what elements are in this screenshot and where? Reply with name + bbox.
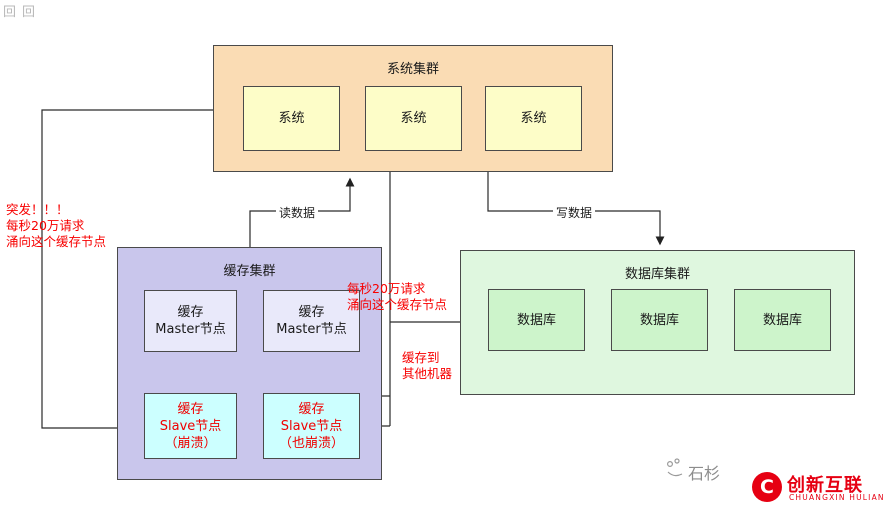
database-node-label: 数据库 [516, 312, 556, 328]
system-node-label: 系统 [520, 111, 547, 126]
cache-slave-node-also-crashed: 缓存 Slave节点 （也崩溃） [263, 393, 360, 459]
node-line: 缓存 [298, 401, 325, 417]
annotation-line: 缓存到 [402, 350, 440, 365]
database-node-label: 数据库 [762, 312, 802, 328]
surge-annotation: 每秒20万请求 涌向这个缓存节点 [347, 281, 447, 313]
node-line: Slave节点 [159, 418, 222, 434]
system-node: 系统 [243, 86, 340, 151]
system-node: 系统 [485, 86, 582, 151]
system-node: 系统 [365, 86, 462, 151]
write-data-label: 写数据 [553, 204, 596, 221]
cache-master-node: 缓存 Master节点 [263, 290, 360, 352]
cache-master-node: 缓存 Master节点 [144, 290, 237, 352]
brand-subtitle: CHUANGXIN HULIAN [789, 493, 885, 502]
cache-cluster: 缓存集群 缓存 Master节点 缓存 Master节点 缓存 Slave节点 … [117, 247, 382, 480]
brand-title: 创新互联 [787, 475, 863, 496]
annotation-line: 涌向这个缓存节点 [347, 297, 448, 312]
node-line: Master节点 [276, 322, 347, 337]
brand-logo-icon: C [752, 472, 782, 502]
watermark-scribble-icon [666, 458, 683, 477]
cache-cluster-title: 缓存集群 [223, 264, 276, 279]
node-line: （崩溃） [164, 435, 217, 451]
database-cluster-title: 数据库集群 [624, 267, 690, 282]
node-line: Master节点 [155, 322, 226, 337]
annotation-line: 突发！！！ [6, 202, 69, 217]
system-cluster: 系统集群 系统 系统 系统 [213, 45, 613, 172]
database-cluster: 数据库集群 数据库 数据库 数据库 [460, 250, 855, 395]
system-node-label: 系统 [278, 111, 305, 126]
cache-slave-node-crashed: 缓存 Slave节点 （崩溃） [144, 393, 237, 459]
corner-artifact-icon: 回 [3, 5, 17, 20]
database-node: 数据库 [488, 289, 585, 351]
cache-to-other-machines-annotation: 缓存到 其他机器 [402, 350, 452, 382]
node-line: Slave节点 [280, 418, 343, 434]
system-cluster-title: 系统集群 [386, 62, 439, 77]
system-node-label: 系统 [400, 111, 427, 126]
corner-artifact-icon: 回 [22, 5, 36, 20]
database-node: 数据库 [734, 289, 831, 351]
database-node: 数据库 [611, 289, 708, 351]
annotation-line: 每秒20万请求 [6, 218, 85, 233]
node-line: 缓存 [177, 401, 204, 417]
node-line: （也崩溃） [278, 435, 344, 451]
annotation-line: 涌向这个缓存节点 [6, 234, 107, 249]
node-line: 缓存 [298, 305, 325, 320]
annotation-line: 其他机器 [402, 366, 453, 381]
watermark-author: 石杉 [688, 464, 721, 483]
annotation-line: 每秒20万请求 [347, 281, 426, 296]
burst-annotation: 突发！！！ 每秒20万请求 涌向这个缓存节点 [6, 202, 106, 250]
database-node-label: 数据库 [639, 312, 679, 328]
read-data-label: 读数据 [276, 204, 319, 221]
node-line: 缓存 [177, 305, 204, 320]
